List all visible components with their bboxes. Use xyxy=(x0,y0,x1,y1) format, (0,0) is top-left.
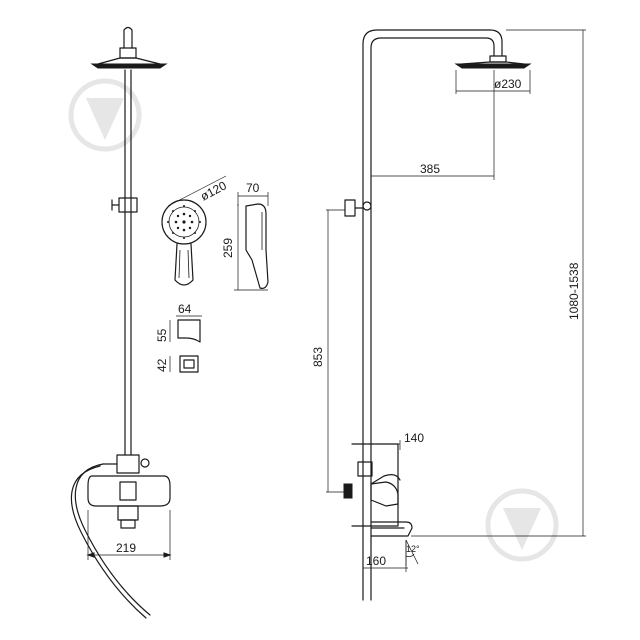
mixer-width-label: 219 xyxy=(116,541,136,555)
hand-diameter-label: ø120 xyxy=(198,178,229,203)
holder-height-label: 55 xyxy=(155,328,169,342)
brand-watermark-icon xyxy=(68,78,142,152)
hand-length-label: 259 xyxy=(221,238,235,258)
mixer-depth-label: 140 xyxy=(404,431,424,445)
hand-shower-front: ø120 xyxy=(161,175,229,286)
front-view: 219 xyxy=(70,26,172,619)
spout-length-label: 160 xyxy=(366,554,386,568)
head-diameter-label: ø230 xyxy=(494,77,522,91)
total-height-label: 1080-1538 xyxy=(567,262,581,320)
brand-watermark-icon xyxy=(485,488,559,562)
hand-width-label: 70 xyxy=(246,181,260,195)
side-view: ø230 385 853 1080-1538 140 160 12° xyxy=(311,29,586,601)
holder-and-bracket: 64 55 42 xyxy=(155,302,202,373)
slide-height-label: 853 xyxy=(311,347,325,367)
hand-shower-side: 70 259 xyxy=(221,181,269,291)
arm-length-label: 385 xyxy=(420,162,440,176)
holder-width-label: 64 xyxy=(178,302,192,316)
spout-angle-label: 12° xyxy=(406,544,420,554)
bracket-height-label: 42 xyxy=(155,358,169,372)
